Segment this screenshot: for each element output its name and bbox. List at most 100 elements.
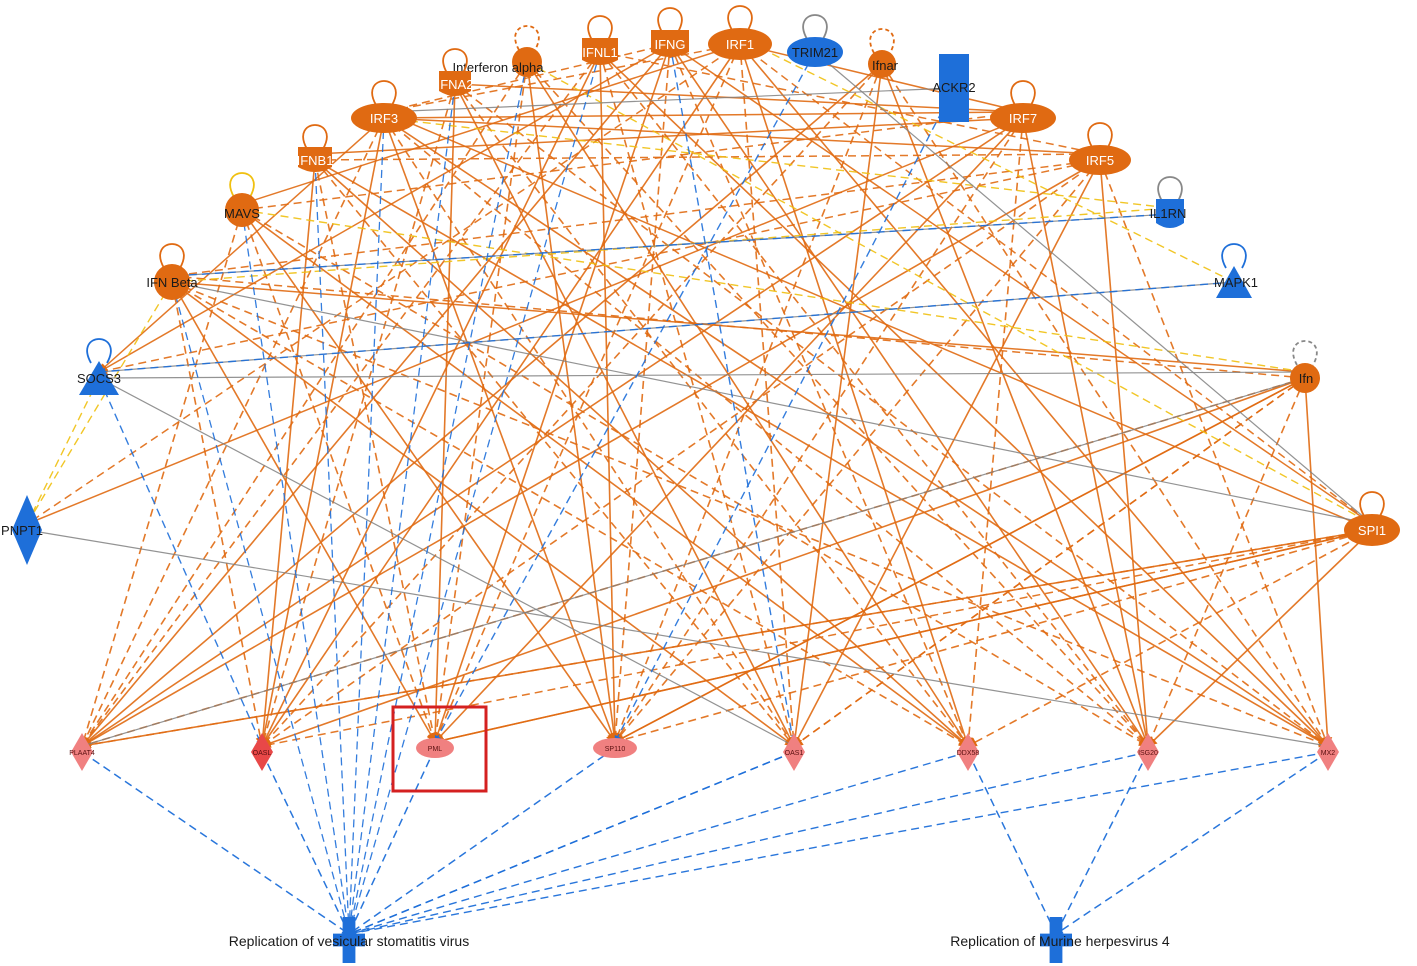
edge-IRF3-IRF5 — [383, 117, 1101, 159]
node-socs3[interactable]: SOCS3 — [77, 338, 121, 395]
node-ddx58[interactable]: DDX58 — [957, 733, 980, 771]
node-label: Replication of vesicular stomatitis viru… — [229, 933, 469, 949]
node-label: Ifnar — [872, 58, 899, 73]
edge-IRF3-MX2 — [383, 117, 1329, 747]
node-oas1[interactable]: OAS1 — [783, 733, 805, 771]
node-mapk1[interactable]: MAPK1 — [1214, 243, 1258, 298]
edge-IFNB1-PML — [314, 159, 438, 743]
edge-IRF3-SOCS3 — [98, 117, 385, 373]
node-irf7[interactable]: IRF7 — [990, 80, 1056, 133]
edge-MAVS-SP110 — [241, 209, 616, 743]
node-label: IRF5 — [1086, 153, 1114, 168]
edge-SOCS3-OASL — [98, 377, 263, 747]
edge-IRF7-IFNB1 — [314, 117, 1024, 159]
node-label: MAVS — [224, 206, 260, 221]
self-loop — [371, 80, 397, 106]
node-label: ISG20 — [1138, 750, 1158, 757]
edge-Ifn-IFNbeta — [171, 272, 1306, 379]
edge-IRF5-OASL — [261, 159, 1101, 747]
edge-IFNL1-ISG20 — [599, 51, 1149, 747]
self-loop — [1221, 243, 1247, 269]
circle-shape — [512, 47, 542, 77]
edge-IRF3-IL1RN — [383, 117, 1171, 211]
node-label: PML — [428, 746, 443, 753]
diamond-shape — [12, 495, 42, 565]
node-irf3[interactable]: IRF3 — [351, 80, 417, 133]
edge-IRF1-SPI1 — [739, 43, 1373, 525]
edge-IRF1-OAS1 — [739, 43, 799, 747]
edge-IFNbeta-PML — [171, 281, 436, 743]
edge-IFNbeta-OAS1 — [171, 281, 795, 747]
node-spi1[interactable]: SPI1 — [1344, 491, 1400, 546]
node-label: Ifn — [1299, 371, 1313, 386]
node-sp110[interactable]: SP110 — [593, 738, 637, 758]
node-ifnb1[interactable]: IFNB1 — [297, 124, 334, 172]
node-label: IL1RN — [1150, 206, 1187, 221]
edge-IRF1-MAVS — [241, 43, 741, 206]
node-plaat4[interactable]: PLAAT4 — [69, 733, 95, 771]
edge-IRF1-DDX58 — [739, 43, 970, 747]
self-loop — [727, 5, 753, 31]
edge-IRF7-PLAAT4 — [81, 117, 1024, 747]
edge-SP110-VSV — [348, 747, 616, 935]
node-irf5[interactable]: IRF5 — [1069, 122, 1131, 175]
edge-IFNA2-MX2 — [454, 83, 1329, 747]
node-ifnl1[interactable]: IFNL1 — [582, 15, 618, 65]
node-irf1[interactable]: IRF1 — [708, 5, 772, 60]
node-ifn[interactable]: Ifn — [1290, 340, 1320, 393]
edge-IFNG-OAS1 — [669, 43, 797, 747]
self-loop — [514, 25, 540, 51]
edge-IFNL1-IRF5 — [599, 51, 1101, 157]
edge-SOCS3-OAS1 — [98, 377, 795, 747]
triangle-shape — [79, 361, 119, 395]
diamond-shape — [71, 733, 93, 771]
edge-MAVS-Ifn — [241, 209, 1306, 375]
triangle-shape — [1216, 266, 1252, 298]
rect-shape — [582, 38, 618, 65]
node-pnpt1[interactable]: PNPT1 — [1, 495, 43, 565]
node-label: IFNG — [654, 37, 685, 52]
edge-MAVS-ISG20 — [241, 209, 1149, 747]
node-il1rn[interactable]: IL1RN — [1150, 176, 1187, 228]
diamond-shape — [1317, 733, 1339, 771]
node-pml[interactable]: PML — [416, 738, 454, 758]
edge-MAVS-PML — [241, 209, 437, 743]
edge-IFNB1-IRF5 — [314, 149, 1101, 161]
edge-IRF1-IRF3 — [383, 43, 741, 115]
node-vsv[interactable]: Replication of vesicular stomatitis viru… — [229, 917, 469, 963]
edge-IFNalpha-DDX58 — [526, 61, 969, 747]
edge-IFNbeta-Ifn — [171, 281, 1306, 376]
node-isg20[interactable]: ISG20 — [1137, 733, 1159, 771]
node-oasl[interactable]: OASL — [251, 733, 273, 771]
node-mx2[interactable]: MX2 — [1317, 733, 1339, 771]
edge-IRF7-PNPT1 — [26, 117, 1024, 526]
edge-IRF1-PML — [434, 43, 741, 743]
node-ifna2[interactable]: IFNA2 — [437, 48, 474, 96]
edge-MAPK1-IRF1 — [739, 37, 1235, 283]
ellipse-shape — [990, 103, 1056, 133]
edge-IRF3-ISG20 — [383, 117, 1149, 747]
node-ackr2[interactable]: ACKR2 — [932, 54, 976, 122]
edge-IFNA2-VSV — [346, 83, 456, 935]
tallrect-shape — [939, 54, 969, 122]
edge-IRF3-VSV — [346, 117, 385, 935]
edge-IRF1-OASL — [261, 43, 741, 747]
node-ifnalpha[interactable]: Interferon alpha — [452, 25, 544, 77]
edge-IFNG-SOCS3 — [98, 43, 671, 373]
ellipse-shape — [351, 103, 417, 133]
node-ifnbeta[interactable]: IFN Beta — [146, 243, 198, 300]
edge-IFNL1-VSV — [347, 51, 601, 935]
node-trim21[interactable]: TRIM21 — [787, 14, 843, 67]
node-ifng[interactable]: IFNG — [651, 7, 689, 57]
circle-shape — [868, 50, 896, 78]
self-loop — [302, 124, 328, 150]
ellipse-shape — [787, 37, 843, 67]
edge-Ifnar-OAS1 — [790, 63, 883, 747]
circle-shape — [225, 193, 259, 227]
node-mavs[interactable]: MAVS — [224, 172, 260, 227]
edge-IFNB1-MX2 — [314, 159, 1329, 747]
node-ifnar[interactable]: Ifnar — [868, 28, 899, 78]
node-mhv4[interactable]: Replication of Murine herpesvirus 4 — [950, 917, 1170, 963]
